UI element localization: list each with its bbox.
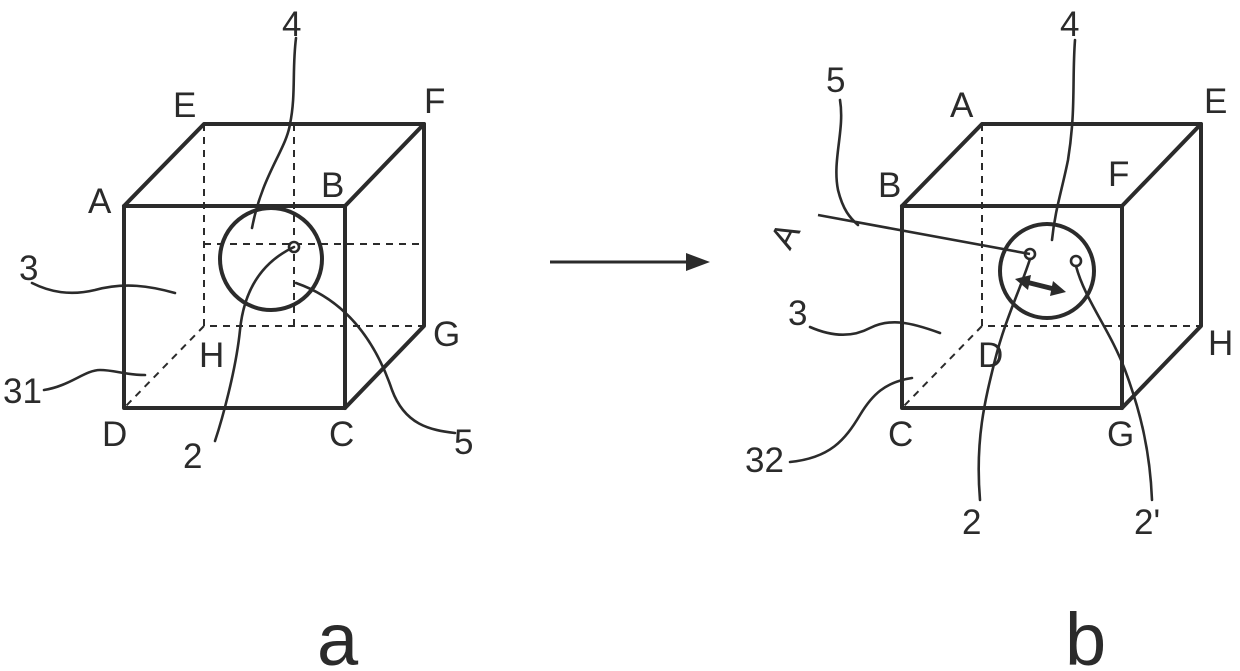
ref-label-a-3: 3	[19, 249, 38, 288]
lens-circle-a	[220, 208, 322, 310]
ref-label-b-3: 3	[788, 294, 807, 333]
leader-5-b	[836, 100, 858, 225]
movement-arrow-head-right	[1050, 281, 1066, 296]
vertex-label-a-G: G	[433, 315, 460, 354]
eye-symbol: A	[763, 215, 809, 255]
cube-a-front-face	[124, 206, 345, 408]
leader-2-b	[979, 259, 1030, 500]
ref-label-a-5: 5	[454, 423, 473, 462]
leader-2-a	[215, 247, 294, 441]
ref-label-a-31: 31	[3, 372, 42, 411]
transition-arrow-head	[686, 253, 710, 271]
panel-caption-b: b	[1065, 598, 1106, 671]
leader-2prime-b	[1076, 266, 1152, 500]
vertex-label-b-H: H	[1208, 324, 1233, 363]
panel-caption-a: a	[317, 598, 359, 671]
movement-arrow-shaft	[1026, 282, 1054, 289]
ref-label-b-5: 5	[826, 61, 845, 100]
panel-a: A B C D E F G H 4 3 31 2 5 a	[3, 5, 473, 671]
leader-3-a	[32, 283, 175, 293]
cube-b	[902, 124, 1201, 408]
transition-arrow	[550, 253, 710, 271]
vertex-label-b-B: B	[878, 166, 901, 205]
leader-5-a	[296, 283, 455, 433]
vertex-label-a-B: B	[321, 166, 344, 205]
vertex-label-b-C: C	[888, 415, 913, 454]
vertex-label-a-F: F	[424, 82, 445, 121]
vertex-label-a-D: D	[102, 415, 127, 454]
leader-31-a	[44, 370, 145, 390]
ref-label-a-2: 2	[183, 437, 202, 476]
leader-3-b	[810, 322, 940, 334]
ref-label-b-4: 4	[1060, 5, 1079, 44]
vertex-label-b-D: D	[978, 336, 1003, 375]
line-of-sight	[818, 215, 1030, 254]
ref-label-b-32: 32	[745, 441, 784, 480]
leader-4-a	[252, 38, 296, 228]
point-2prime-b	[1071, 256, 1081, 266]
cube-b-hidden-edges	[902, 124, 1201, 408]
ref-label-b-2: 2	[962, 503, 981, 542]
vertex-label-a-C: C	[329, 415, 354, 454]
vertex-label-b-F: F	[1108, 155, 1129, 194]
leader-4-b	[1052, 40, 1075, 240]
vertex-label-b-G: G	[1107, 415, 1134, 454]
vertex-label-b-A: A	[950, 86, 974, 125]
ref-label-a-4: 4	[282, 5, 301, 44]
vertex-label-a-A: A	[88, 182, 112, 221]
vertex-label-b-E: E	[1204, 82, 1227, 121]
cube-b-top-face	[902, 124, 1201, 206]
ref-label-b-2prime: 2'	[1134, 503, 1160, 542]
panel-b: A A B C D E F G H 5 4 3 32 2 2' b	[745, 5, 1233, 671]
vertex-label-a-H: H	[199, 336, 224, 375]
vertex-label-a-E: E	[173, 86, 196, 125]
